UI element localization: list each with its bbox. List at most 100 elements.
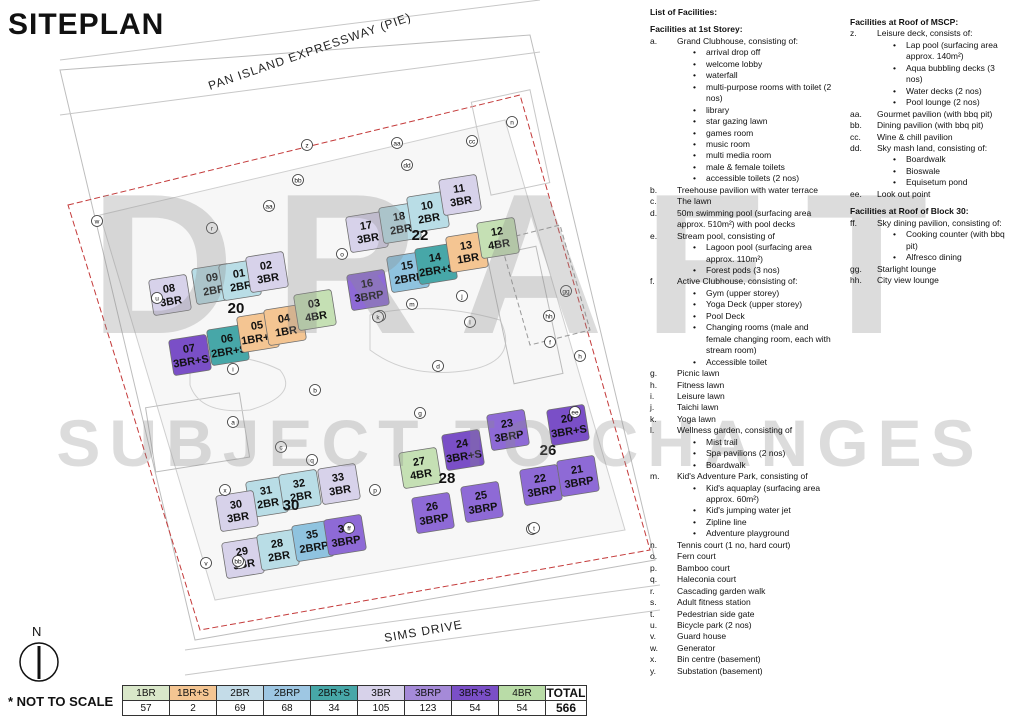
facility-label: Adult fitness station	[677, 597, 751, 608]
facility-tag-bb: bb	[232, 555, 244, 567]
facility-item: w.Generator	[650, 643, 835, 654]
unit-shape	[519, 464, 563, 506]
unit-type: 2BR	[202, 283, 226, 298]
svg-text:gg: gg	[562, 288, 570, 295]
bullet-icon: •	[693, 116, 696, 127]
unit-type: 2BR+S	[418, 262, 455, 279]
facility-label: Dining pavilion (with bbq pit)	[877, 120, 984, 131]
facility-item: g.Picnic lawn	[650, 368, 835, 379]
facility-sub-label: Spa pavilions (2 nos)	[706, 448, 786, 459]
facility-key: t.	[650, 608, 655, 619]
unit-mix-header-2br: 2BR	[216, 685, 264, 701]
unit-number: 04	[277, 312, 292, 326]
facility-tag-a: a	[227, 416, 239, 428]
facility-sub-item: •Alfresco dining	[850, 252, 1010, 263]
unit-type: 1BR	[274, 324, 298, 339]
facility-sub-item: •Bioswale	[850, 166, 1010, 177]
facility-sub-label: star gazing lawn	[706, 116, 768, 127]
bullet-icon: •	[893, 154, 896, 165]
unit-number: 27	[412, 455, 426, 469]
facility-sub-label: Pool lounge (2 nos)	[906, 97, 980, 108]
facility-key: s.	[650, 597, 657, 608]
unit-shape	[346, 269, 390, 311]
facility-key: o.	[650, 551, 658, 562]
facility-key: dd.	[850, 142, 862, 153]
svg-text:u: u	[155, 295, 159, 302]
bullet-icon: •	[693, 436, 696, 447]
bullet-icon: •	[693, 322, 696, 333]
svg-text:v: v	[204, 560, 208, 567]
unit-type: 3BR+S	[445, 448, 482, 465]
unit-type: 3BRP	[494, 429, 525, 445]
unit-shape	[411, 492, 455, 534]
facility-item: u.Bicycle park (2 nos)	[650, 620, 835, 631]
unit-shape	[441, 429, 485, 471]
facility-tag-ee: ee	[569, 406, 581, 418]
unit-shape	[293, 289, 337, 331]
unit-number: 17	[359, 219, 373, 233]
svg-text:j: j	[460, 293, 462, 300]
page-title: SITEPLAN	[8, 8, 165, 41]
facility-item: x.Bin centre (basement)	[650, 654, 835, 665]
unit-number: 15	[400, 259, 414, 273]
facility-label: Grand Clubhouse, consisting of:	[677, 35, 798, 46]
facility-tag-dd: dd	[401, 159, 413, 171]
facility-key: ee.	[850, 188, 862, 199]
facility-item: m.Kid's Adventure Park, consisting of	[650, 471, 835, 482]
bullet-icon: •	[893, 177, 896, 188]
facility-sub-item: • Equisetum pond	[850, 177, 1010, 188]
unit-mix-header-3br: 3BR	[357, 685, 405, 701]
facility-tag-aa: aa	[391, 137, 403, 149]
facility-item: v.Guard house	[650, 631, 835, 642]
facility-sub-item: •Kid's jumping water jet	[650, 505, 835, 516]
unit-type: 3BR+S	[550, 423, 587, 440]
facility-tag-b: b	[309, 384, 321, 396]
svg-text:bb: bb	[234, 558, 242, 565]
facility-tag-p: p	[369, 484, 381, 496]
svg-text:r: r	[211, 225, 214, 232]
facility-item: n.Tennis court (1 no, hard court)	[650, 540, 835, 551]
facility-item: z.Leisure deck, consists of:	[850, 28, 1010, 39]
facility-key: gg.	[850, 263, 862, 274]
facility-sub-item: • star gazing lawn	[650, 116, 835, 127]
facility-sub-label: Accessible toilet	[706, 356, 767, 367]
facility-label: Fitness lawn	[677, 379, 725, 390]
facility-tag-u: u	[151, 292, 163, 304]
bullet-icon: •	[693, 242, 696, 253]
bullet-icon: •	[693, 528, 696, 539]
unit-shape	[438, 174, 482, 216]
unit-number: 33	[331, 471, 345, 485]
unit-mix-count: 54	[451, 700, 499, 716]
unit-type: 4BR	[409, 467, 433, 482]
facility-sub-item: •Forest pods (3 nos)	[650, 265, 835, 276]
facility-sub-item: •Gym (upper storey)	[650, 288, 835, 299]
bullet-icon: •	[693, 58, 696, 69]
bullet-icon: •	[893, 229, 896, 240]
facility-tag-h: h	[574, 350, 586, 362]
svg-text:hh: hh	[545, 313, 553, 320]
facility-sub-item: •Water decks (2 nos)	[850, 86, 1010, 97]
unit-type: 2BR	[229, 279, 253, 294]
facility-sub-item: •Lagoon pool (surfacing area approx. 110…	[650, 242, 835, 265]
facility-sub-item: •Pool lounge (2 nos)	[850, 97, 1010, 108]
facility-label: Pedestrian side gate	[677, 608, 755, 619]
facility-tag-w: w	[91, 215, 103, 227]
facility-key: aa.	[850, 108, 862, 119]
facility-label: The lawn	[677, 196, 712, 207]
bullet-icon: •	[693, 127, 696, 138]
facility-sub-label: Water decks (2 nos)	[906, 85, 982, 96]
facility-key: bb.	[850, 120, 862, 131]
unit-number: 13	[459, 239, 473, 253]
svg-text:q: q	[310, 457, 314, 464]
facility-sub-label: Zipline line	[706, 516, 747, 527]
facility-label: City view lounge	[877, 274, 939, 285]
bullet-icon: •	[693, 138, 696, 149]
facility-sub-label: Equisetum pond	[906, 177, 968, 188]
facility-tag-c: c	[275, 441, 287, 453]
